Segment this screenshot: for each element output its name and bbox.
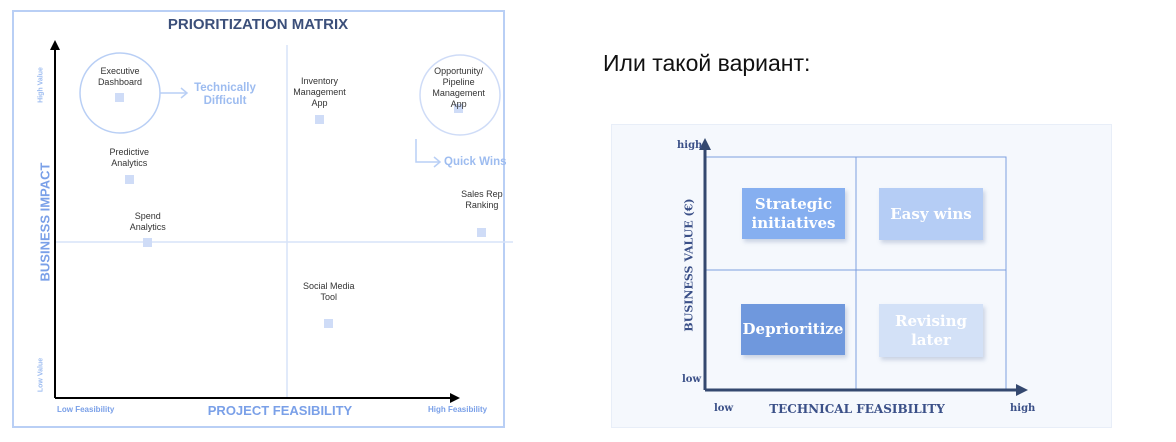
quick-wins-arrow [415, 139, 440, 163]
quadrant-grid [699, 138, 1028, 396]
data-point-marker [324, 319, 334, 329]
data-point-label: Opportunity/ Pipeline Management App [432, 65, 485, 109]
y-low-label: low [682, 374, 702, 385]
quadrant-revising-later: Revising later [879, 304, 983, 357]
matrix-axes [50, 40, 513, 403]
x-low-label: low [714, 403, 734, 414]
quadrant-matrix-frame [611, 124, 1112, 428]
data-point-marker [477, 227, 487, 237]
x-high-label: high [1010, 403, 1036, 414]
y-high-label: High Value [37, 67, 45, 103]
x-low-label: Low Feasibility [57, 405, 115, 414]
x-axis-arrow [450, 393, 460, 403]
quadrant-strategic-initiatives: Strategic initiatives [742, 188, 845, 239]
data-point-marker [454, 104, 464, 114]
data-point-marker [115, 93, 125, 103]
x-axis-title: TECHNICAL FEASIBILITY [769, 402, 945, 416]
data-point-label: Sales Rep Ranking [461, 189, 503, 211]
y-axis-title: BUSINESS VALUE (€) [682, 198, 696, 332]
data-point-marker [124, 174, 134, 184]
quick-wins-callout: Quick Wins [444, 156, 507, 168]
prioritization-matrix-frame [12, 10, 505, 428]
data-point-marker [314, 114, 324, 124]
x-high-label: High Feasibility [428, 405, 488, 414]
data-point-label: Predictive Analytics [109, 147, 149, 169]
y-axis-arrow [50, 40, 60, 50]
data-point-marker [143, 238, 153, 248]
quadrant-easy-wins: Easy wins [879, 188, 983, 240]
quadrant-deprioritize: Deprioritize [741, 304, 845, 355]
y-axis-title: BUSINESS IMPACT [37, 162, 53, 282]
technically-difficult-callout: Technically Difficult [194, 82, 256, 107]
y-high-label: high [677, 140, 703, 151]
data-point-label: Executive Dashboard [97, 65, 142, 87]
data-point-label: Social Media Tool [302, 280, 355, 302]
x-axis-title: PROJECT FEASIBILITY [207, 403, 353, 418]
data-point-label: Spend Analytics [129, 210, 166, 232]
highlight-circle [419, 54, 501, 136]
y-low-label: Low Value [37, 357, 45, 393]
heading: Или такой вариант: [603, 50, 811, 76]
matrix-title: PRIORITIZATION MATRIX [167, 16, 349, 33]
data-point-label: Inventory Management App [293, 76, 346, 109]
